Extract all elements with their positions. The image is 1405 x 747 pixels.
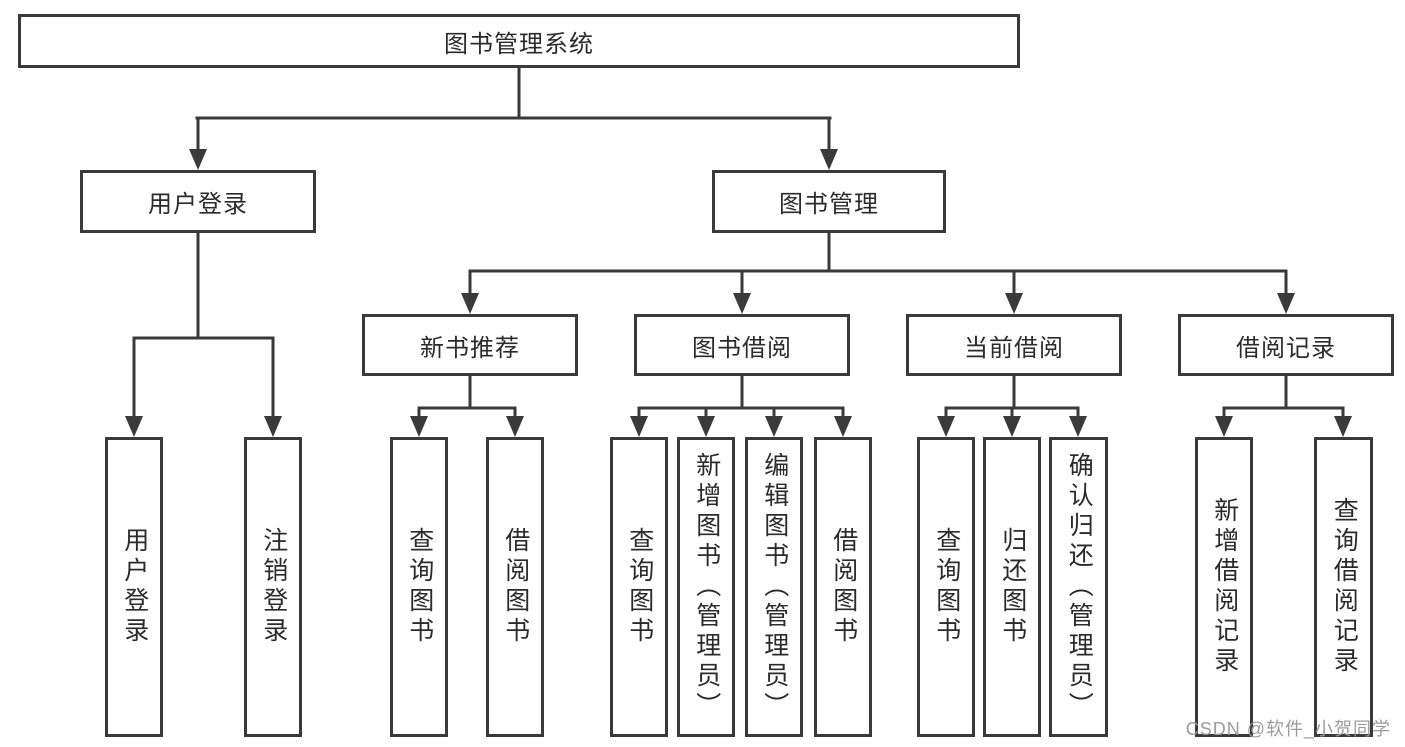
node-label: 编辑图书（管理员）	[760, 452, 789, 722]
node-label: 查询图书	[405, 527, 434, 647]
node-label: 查询图书	[625, 527, 654, 647]
node-user-login-action: 用户登录	[105, 437, 163, 737]
node-query-books-current: 查询图书	[917, 437, 975, 737]
edge-book-borrow-to-children	[630, 374, 852, 437]
node-label: 借阅图书	[501, 527, 530, 647]
edge-root-to-level2	[189, 66, 838, 170]
node-label: 归还图书	[998, 527, 1027, 647]
node-add-borrow-record: 新增借阅记录	[1195, 437, 1253, 737]
node-label: 新增图书（管理员）	[692, 452, 721, 722]
edge-new-book-recommend-to-children	[410, 374, 524, 437]
node-confirm-return-admin: 确认归还（管理员）	[1049, 437, 1108, 737]
edge-book-management-to-level3	[461, 231, 1295, 314]
node-borrow-records: 借阅记录	[1178, 314, 1394, 376]
node-book-management: 图书管理	[712, 170, 946, 233]
node-label: 图书管理系统	[444, 30, 594, 58]
node-label: 借阅图书	[829, 527, 858, 647]
node-label: 查询图书	[932, 527, 961, 647]
node-label: 新书推荐	[420, 334, 520, 362]
node-label: 确认归还（管理员）	[1065, 452, 1094, 722]
node-label: 新增借阅记录	[1210, 497, 1239, 677]
csdn-watermark: CSDN @软件_小贺同学	[1185, 719, 1391, 739]
node-query-books-newbooks: 查询图书	[390, 437, 448, 737]
node-label: 图书管理	[779, 191, 879, 218]
node-label: 查询借阅记录	[1330, 497, 1359, 677]
node-borrow-books-borrow: 借阅图书	[814, 437, 872, 737]
node-user-login: 用户登录	[80, 170, 316, 233]
node-new-book-recommend: 新书推荐	[362, 314, 578, 376]
node-current-borrow: 当前借阅	[906, 314, 1122, 376]
node-book-borrow: 图书借阅	[634, 314, 850, 376]
node-logout: 注销登录	[244, 437, 302, 737]
node-label: 图书借阅	[692, 334, 792, 362]
node-label: 用户登录	[120, 527, 149, 647]
edge-user-login-to-children	[125, 231, 282, 437]
node-label: 注销登录	[259, 527, 288, 647]
node-label: 用户登录	[148, 191, 248, 218]
node-root-system: 图书管理系统	[18, 14, 1020, 68]
node-label: 当前借阅	[964, 334, 1064, 362]
node-query-borrow-record: 查询借阅记录	[1314, 437, 1373, 737]
node-query-books-borrow: 查询图书	[610, 437, 668, 737]
edge-current-borrow-to-children	[937, 374, 1087, 437]
node-edit-books-admin: 编辑图书（管理员）	[745, 437, 803, 737]
node-add-books-admin: 新增图书（管理员）	[677, 437, 735, 737]
edge-borrow-records-to-children	[1215, 374, 1352, 437]
node-return-books: 归还图书	[983, 437, 1041, 737]
node-borrow-books-newbooks: 借阅图书	[486, 437, 544, 737]
node-label: 借阅记录	[1236, 334, 1336, 362]
